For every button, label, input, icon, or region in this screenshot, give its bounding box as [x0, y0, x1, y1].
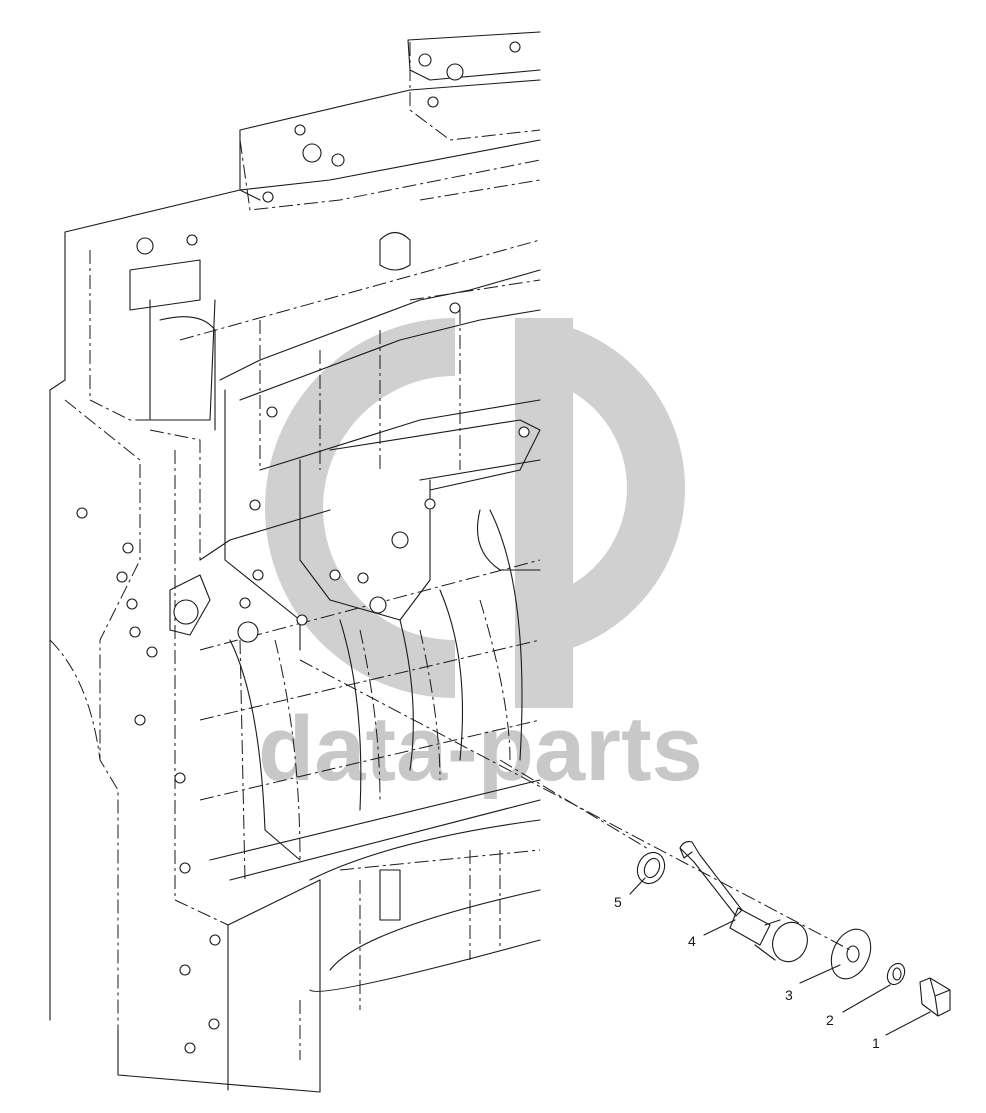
part-1-hex-plug [919, 977, 951, 1017]
part-5-o-ring [636, 851, 666, 885]
part-2-seal-washer [886, 962, 906, 986]
callout-5: 5 [614, 894, 622, 910]
hidden-lines [49, 42, 851, 1060]
leader-lines [629, 877, 931, 1036]
engine-block [49, 31, 541, 1093]
watermark-logo [265, 318, 685, 708]
callout-4: 4 [688, 933, 696, 949]
watermark-text: data-parts [258, 698, 703, 800]
part-3-washer [830, 928, 872, 980]
callout-2: 2 [826, 1012, 834, 1028]
block-holes [76, 41, 530, 1054]
callout-3: 3 [785, 987, 793, 1003]
callout-1: 1 [872, 1035, 880, 1051]
part-4-suction-tube [679, 841, 808, 963]
